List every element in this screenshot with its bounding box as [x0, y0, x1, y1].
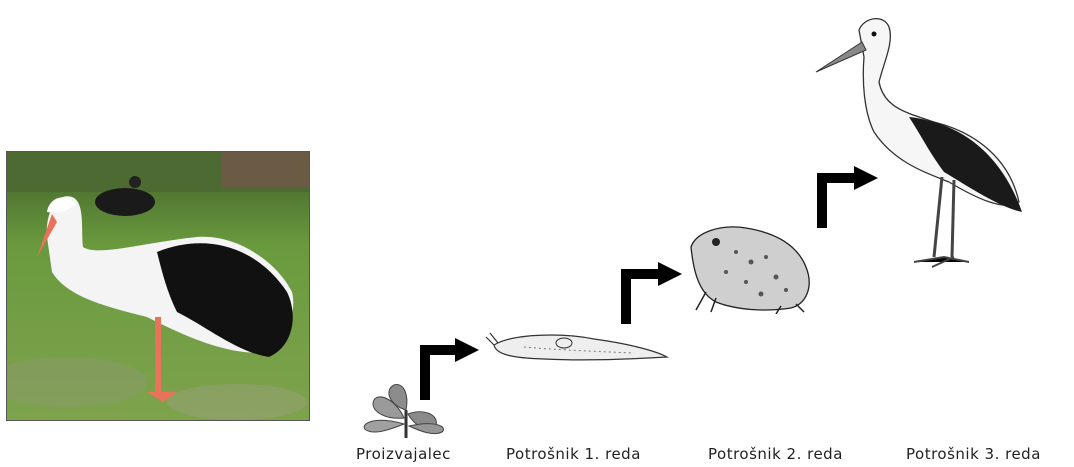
stork-drawing-icon [814, 12, 1029, 286]
consumer-3-label: Potrošnik 3. reda [906, 445, 1041, 463]
producer-label: Proizvajalec [356, 445, 451, 463]
slug-icon [484, 325, 669, 369]
stork-photo [6, 151, 310, 421]
consumer-1-label: Potrošnik 1. reda [506, 445, 641, 463]
arrow-icon [816, 166, 878, 232]
arrow-icon [620, 262, 682, 328]
consumer-2-label: Potrošnik 2. reda [708, 445, 843, 463]
toad-icon [686, 222, 818, 318]
arrow-icon [419, 338, 479, 404]
